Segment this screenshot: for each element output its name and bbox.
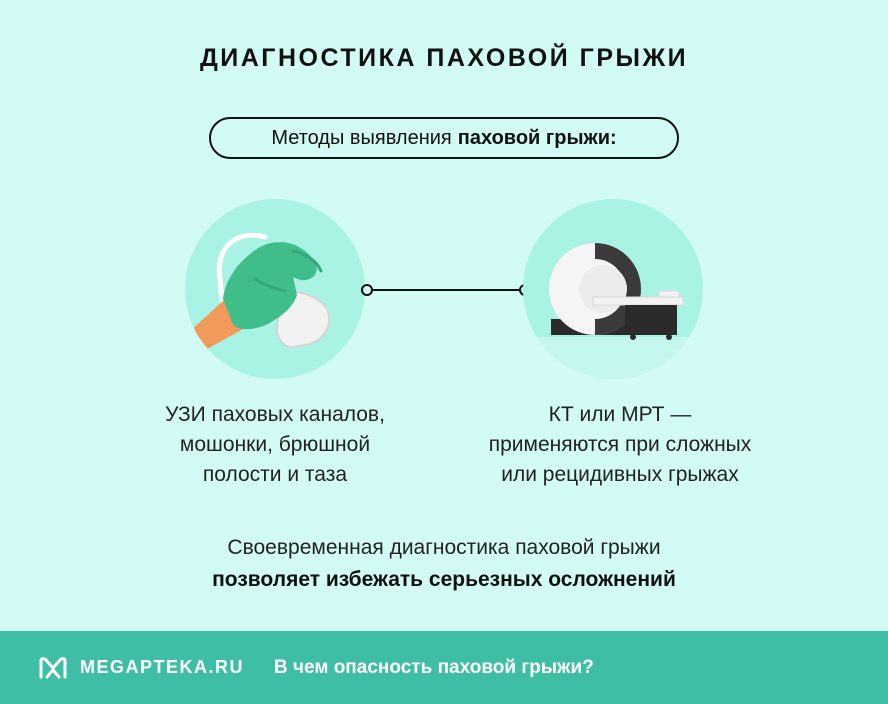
summary-line-1: Своевременная диагностика паховой грыжи bbox=[227, 536, 661, 559]
methods-heading-bold: паховой грыжи: bbox=[457, 126, 617, 149]
caption-line: КТ или МРТ — bbox=[548, 403, 692, 426]
ct-illustration bbox=[523, 199, 703, 379]
caption-line: или рецидивных грыжах bbox=[501, 463, 739, 486]
caption-line: полости и таза bbox=[202, 463, 348, 486]
summary-line-2: позволяет избежать серьезных осложнений bbox=[212, 568, 676, 591]
page-title: ДИАГНОСТИКА ПАХОВОЙ ГРЫЖИ bbox=[199, 44, 689, 72]
caption-line: УЗИ паховых каналов, bbox=[165, 403, 385, 426]
brand-name: MEGAPTEKA.RU bbox=[80, 657, 245, 677]
ultrasound-probe-icon bbox=[187, 232, 330, 349]
connector-line bbox=[361, 284, 531, 296]
megapteka-logo-icon bbox=[39, 656, 67, 678]
summary-text: Своевременная диагностика паховой грыжи … bbox=[0, 532, 888, 596]
methods-heading-pill: Методы выявления паховой грыжи: bbox=[209, 117, 679, 159]
caption-line: мошонки, брюшной bbox=[179, 433, 371, 456]
methods-heading-prefix: Методы выявления bbox=[271, 126, 452, 149]
caption-line: применяются при сложных bbox=[488, 433, 752, 456]
ultrasound-caption: УЗИ паховых каналов, мошонки, брюшной по… bbox=[130, 400, 420, 490]
ct-scanner-icon bbox=[523, 243, 703, 379]
ct-caption: КТ или МРТ — применяются при сложных или… bbox=[440, 400, 800, 490]
footer-article-link[interactable]: В чем опасность паховой грыжи? bbox=[274, 656, 594, 678]
ultrasound-illustration bbox=[185, 199, 365, 379]
footer-bar: MEGAPTEKA.RU В чем опасность паховой гры… bbox=[0, 631, 888, 704]
brand-logo[interactable]: MEGAPTEKA.RU bbox=[38, 656, 244, 680]
